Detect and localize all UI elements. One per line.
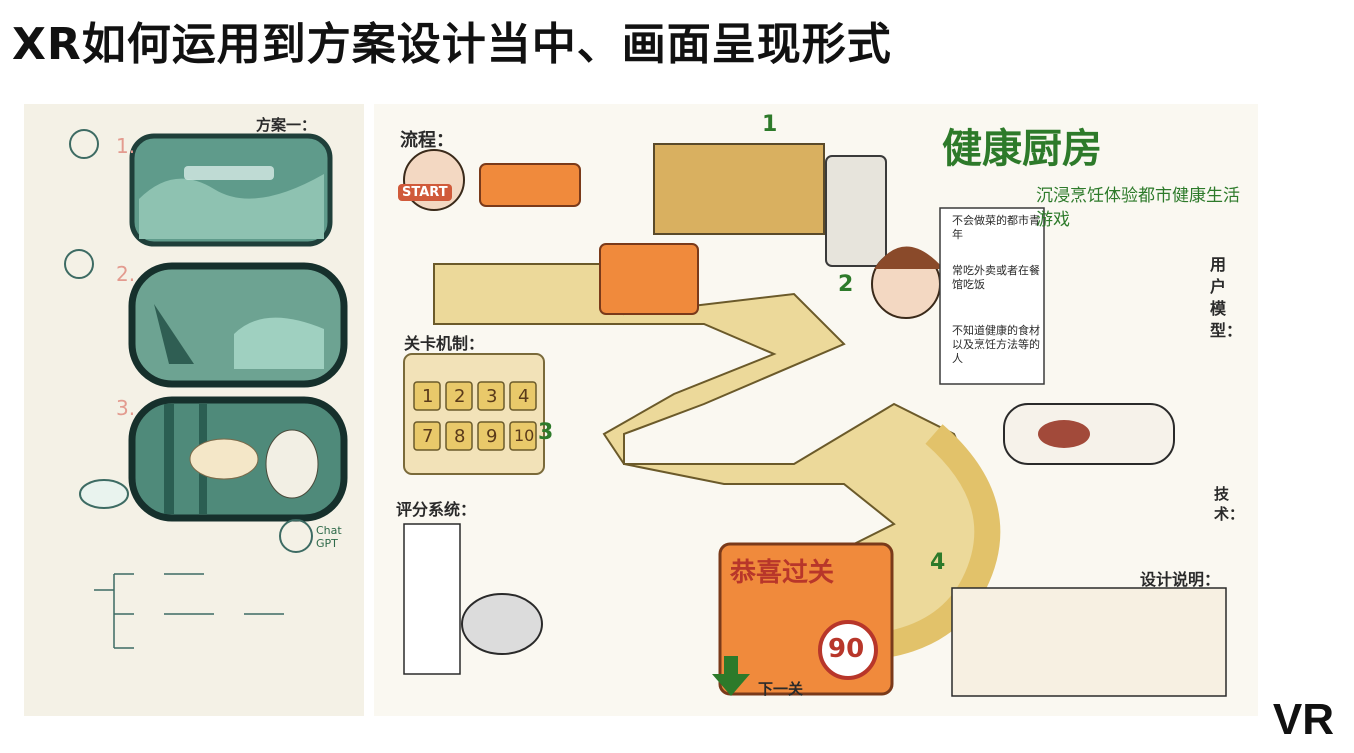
level-number: 8 xyxy=(454,426,466,447)
level-number: 9 xyxy=(486,426,498,447)
step-number-3: 3. xyxy=(116,396,136,420)
user-note: 常吃外卖或者在餐馆吃饭 xyxy=(952,264,1040,291)
level-number: 1 xyxy=(422,386,434,407)
next-level-label: 下一关 xyxy=(758,680,804,698)
level-number: 4 xyxy=(518,386,530,407)
level-number: 7 xyxy=(422,426,434,447)
right-sketch-drawing xyxy=(403,143,1227,697)
step-number-1: 1. xyxy=(116,134,136,158)
sketch-subtitle: 沉浸烹饪体验都市健康生活游戏 xyxy=(1036,186,1240,230)
score-system-label: 评分系统： xyxy=(396,500,477,519)
flow-label: 流程： xyxy=(400,130,454,151)
level-mechanism-label: 关卡机制： xyxy=(404,334,485,353)
user-note: 不会做菜的都市青年 xyxy=(952,214,1040,241)
tech-label: 技术： xyxy=(1214,485,1245,523)
left-sketch-image: 方案一： 1. 2. 3. Chat GPT xyxy=(24,104,364,716)
chat-gpt-label: Chat GPT xyxy=(316,524,342,550)
user-model-label: 用户模型： xyxy=(1210,255,1243,340)
start-label: START xyxy=(398,184,452,201)
stage-number: 2 xyxy=(838,272,854,297)
design-notes-label: 设计说明： xyxy=(1140,570,1221,589)
user-note: 不知道健康的食材以及烹饪方法等的人 xyxy=(952,324,1040,365)
left-sketch-drawing xyxy=(64,129,348,649)
score-value: 90 xyxy=(828,634,865,664)
vr-label: VR xyxy=(1272,695,1334,744)
stage-number: 3 xyxy=(538,420,554,445)
page-title: XR如何运用到方案设计当中、画面呈现形式 xyxy=(12,19,892,70)
sketch-title: 健康厨房 xyxy=(942,126,1102,172)
step-number-2: 2. xyxy=(116,262,136,286)
stage-number: 4 xyxy=(930,550,946,575)
level-number: 2 xyxy=(454,386,466,407)
left-sketch-heading: 方案一： xyxy=(256,116,317,134)
stage-number: 1 xyxy=(762,112,778,137)
level-number: 3 xyxy=(486,386,498,407)
congrats-label: 恭喜过关 xyxy=(730,558,835,588)
level-number: 10 xyxy=(514,426,535,445)
right-sketch-image: 健康厨房 沉浸烹饪体验都市健康生活游戏 流程： START 关卡机制： 1 2 … xyxy=(374,104,1258,716)
